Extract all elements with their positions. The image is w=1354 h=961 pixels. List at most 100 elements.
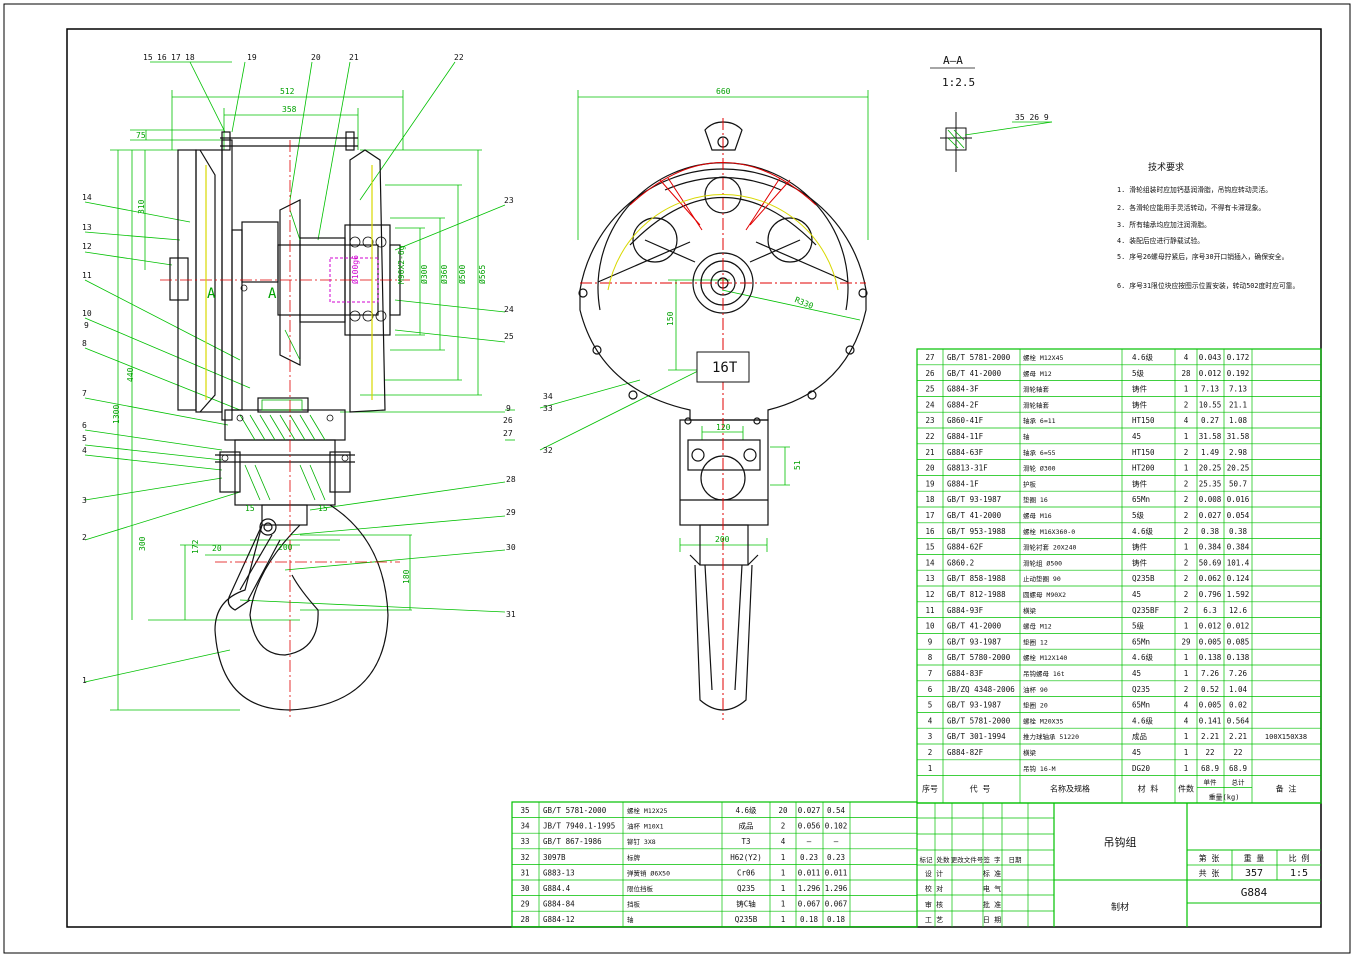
bom-cell: 1 xyxy=(781,915,786,924)
bom-cell: 0.011 xyxy=(825,868,848,877)
bom-cell: 0.005 xyxy=(1199,637,1222,646)
bom-cell: HT150 xyxy=(1132,448,1155,457)
bom-cell: 0.008 xyxy=(1199,495,1222,504)
dim-360: Ø360 xyxy=(439,265,449,284)
bom-cell: 15 xyxy=(925,543,934,552)
title-block: 标记处数更改文件号签 字日期设 计标 准校 对电 气审 核批 准工 艺日 期吊钩… xyxy=(917,802,1321,927)
bom-cell: 2 xyxy=(1184,685,1189,694)
bom-cell: 34 xyxy=(520,822,530,831)
bom-cell: 1 xyxy=(928,764,933,773)
bom-cell: 0.054 xyxy=(1227,511,1250,520)
bom-cell: 0.23 xyxy=(827,853,845,862)
callout-19: 19 xyxy=(247,53,257,62)
bom-cell: 0.056 xyxy=(798,822,821,831)
bom-cell: G884-62F xyxy=(947,543,984,552)
bom-cell: 轴 xyxy=(627,915,634,924)
dim-180: 180 xyxy=(402,569,411,584)
bom-cell: GB/T 5781-2000 xyxy=(543,806,607,815)
title-label: 日期 xyxy=(1009,856,1023,864)
bom-cell: 垫圈 16 xyxy=(1023,495,1048,504)
bom-cell: 油杯 90 xyxy=(1023,685,1048,694)
bom-cell: 35 xyxy=(520,806,529,815)
callout-12: 12 xyxy=(82,242,92,251)
bom-cell: 螺栓 M12X45 xyxy=(1023,353,1063,362)
bom-cell: 3097B xyxy=(543,853,566,862)
bom-cell: 2 xyxy=(1184,400,1189,409)
bom-cell: 铸件 xyxy=(1132,557,1148,567)
bom-header-cell: 序号 xyxy=(922,784,938,794)
bom-cell: 螺栓 M20X35 xyxy=(1023,716,1063,725)
bom-cell: 22 xyxy=(1233,748,1242,757)
bom-cell: G884-12 xyxy=(543,915,575,924)
callout-13: 13 xyxy=(82,223,92,232)
bom-cell: G884-63F xyxy=(947,448,984,457)
bom-cell: 0.192 xyxy=(1227,369,1250,378)
dim-15a: 15 xyxy=(245,504,255,513)
title-label: 标记 xyxy=(920,855,934,864)
bom-cell: 7.26 xyxy=(1229,669,1248,678)
callout-34: 34 xyxy=(543,392,553,401)
callout-3: 3 xyxy=(82,496,87,505)
bom-cell: 29 xyxy=(520,900,529,909)
bom-cell: 0.172 xyxy=(1227,353,1250,362)
bom-header-note: 备 注 xyxy=(1276,784,1297,794)
bom-cell: 1.08 xyxy=(1229,416,1248,425)
title-label: 电 气 xyxy=(983,884,1001,893)
bom-cell: 10.55 xyxy=(1199,400,1222,409)
title-label: 第 张 xyxy=(1199,853,1220,863)
bom-cell: 轴承 6=55 xyxy=(1023,448,1056,457)
bom-cell: 0.02 xyxy=(1229,701,1247,710)
bom-cell: 101.4 xyxy=(1227,558,1250,567)
bom-cell: 20 xyxy=(925,464,935,473)
callout-8: 8 xyxy=(82,339,87,348)
bom-cell: 1.04 xyxy=(1229,685,1248,694)
bom-cell: G884-3F xyxy=(947,385,979,394)
bom-cell: 20.25 xyxy=(1227,464,1250,473)
callout-6: 6 xyxy=(82,421,87,430)
bom-cell: 13 xyxy=(925,574,934,583)
bom-cell: 1 xyxy=(1184,748,1189,757)
bom-cell: GB/T 41-2000 xyxy=(947,622,1002,631)
bom-cell: T3 xyxy=(741,837,750,846)
bom-cell: 横梁 xyxy=(1023,748,1037,757)
bom-cell: 1 xyxy=(1184,653,1189,662)
bom-cell: GB/T 5780-2000 xyxy=(947,653,1011,662)
callout-18: 18 xyxy=(185,53,195,62)
bom-cell: 21 xyxy=(925,448,934,457)
bom-cell: 5级 xyxy=(1132,621,1145,631)
bom-cell: GB/T 5781-2000 xyxy=(947,716,1011,725)
bom-cell: 65Mn xyxy=(1132,637,1150,646)
bom-cell: 1 xyxy=(1184,669,1189,678)
bom-cell: 0.38 xyxy=(1201,527,1220,536)
bom-cell: 推力球轴承 51220 xyxy=(1023,732,1079,741)
tech-req-item: 5. 序号26螺母拧紧后，序号30开口销插入，确保安全。 xyxy=(1117,252,1288,261)
bom-cell: 轴承 6=11 xyxy=(1023,416,1056,425)
dim-172: 172 xyxy=(191,539,200,554)
bom-cell: 0.043 xyxy=(1199,353,1222,362)
bom-cell: 2 xyxy=(1184,479,1189,488)
bom-cell: G884-11F xyxy=(947,432,984,441)
callout-11: 11 xyxy=(82,271,92,280)
bom-cell: 0.138 xyxy=(1227,653,1250,662)
bom-cell: HT200 xyxy=(1132,464,1155,473)
bom-cell: — xyxy=(834,837,839,846)
dim-500: Ø500 xyxy=(457,265,467,284)
bom-cell: 0.012 xyxy=(1199,369,1222,378)
bom-cell: 65Mn xyxy=(1132,495,1150,504)
dim-75: 75 xyxy=(136,131,146,140)
dim-200: 200 xyxy=(278,543,293,552)
bom-cell: 8 xyxy=(928,653,933,662)
bom-cell: 45 xyxy=(1132,590,1141,599)
bom-cell: Q235B xyxy=(735,915,758,924)
bom-header-unit: 单件 xyxy=(1204,778,1218,787)
bom-cell: 2.21 xyxy=(1201,732,1219,741)
bom-cell: 0.067 xyxy=(798,900,821,909)
bom-cell: 0.027 xyxy=(798,806,821,815)
title-label: 重 量 xyxy=(1244,853,1265,863)
bom-cell: 吊钩螺母 16t xyxy=(1023,669,1065,678)
bom-cell: 弹簧销 Ø6X50 xyxy=(627,868,670,877)
bom-cell: 14 xyxy=(925,558,935,567)
